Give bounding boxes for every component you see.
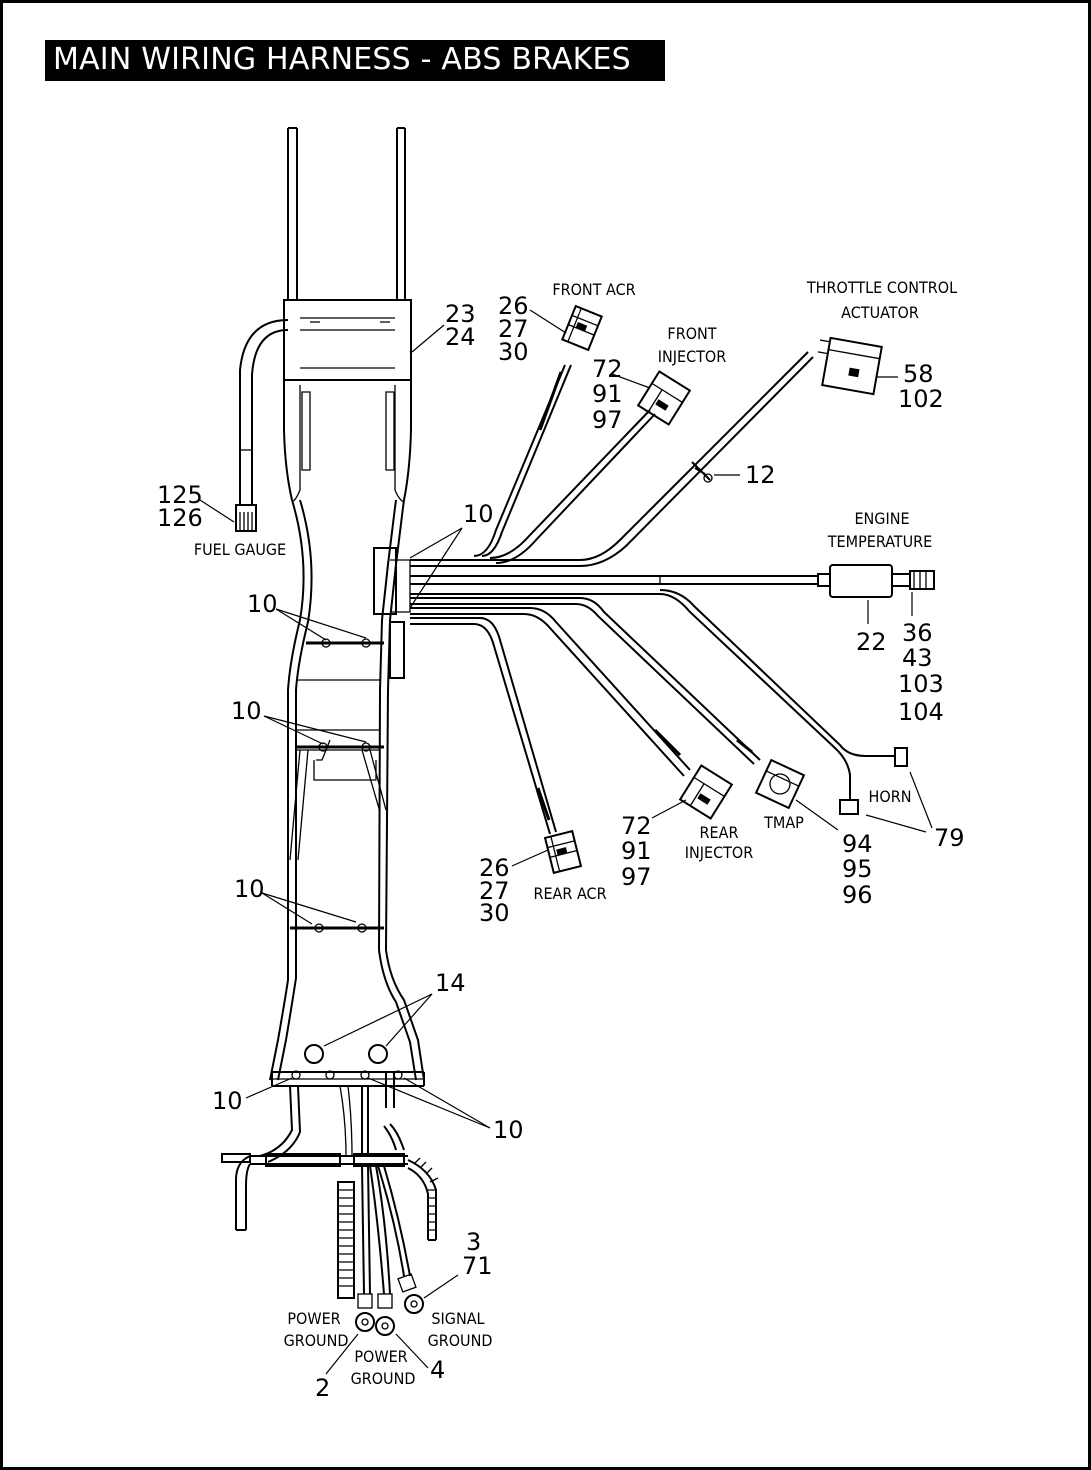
label-throttle-1: THROTTLE CONTROL (806, 278, 957, 297)
label-tmap: TMAP (763, 813, 804, 832)
diagram-title: MAIN WIRING HARNESS - ABS BRAKES (53, 42, 631, 77)
label-fuel-gauge: FUEL GAUGE (194, 540, 286, 559)
harness-branches (410, 351, 895, 835)
callout-27-rear: 27 (479, 877, 510, 905)
callout-96: 96 (842, 881, 873, 909)
callout-numbers: 23 24 26 27 30 72 91 97 58 102 12 125 12… (157, 292, 965, 1402)
callout-91-front: 91 (592, 380, 623, 408)
connectors (543, 304, 935, 875)
label-front-acr: FRONT ACR (552, 280, 635, 299)
callout-2: 2 (315, 1374, 330, 1402)
callout-10-middle: 10 (231, 697, 262, 725)
callout-14: 14 (435, 969, 466, 997)
label-front-injector-2: INJECTOR (658, 347, 727, 366)
callout-23: 23 (445, 300, 476, 328)
callout-10-rear-left: 10 (212, 1087, 243, 1115)
label-rear-injector-2: INJECTOR (685, 843, 754, 862)
fuel-gauge-lead (235, 319, 289, 532)
callout-97-rear: 97 (621, 863, 652, 891)
label-power-ground-center-1: POWER (354, 1347, 407, 1366)
label-rear-injector-1: REAR (700, 823, 739, 842)
callout-22: 22 (856, 628, 887, 656)
callout-71: 71 (462, 1252, 493, 1280)
rear-harness (221, 1072, 439, 1336)
label-power-ground-center-2: GROUND (351, 1369, 416, 1388)
callout-10-trunk: 10 (463, 500, 494, 528)
callout-30-front: 30 (498, 338, 529, 366)
callout-10-upper: 10 (247, 590, 278, 618)
callout-104: 104 (898, 698, 944, 726)
callout-30-rear: 30 (479, 899, 510, 927)
title-bar: MAIN WIRING HARNESS - ABS BRAKES (45, 40, 665, 81)
callout-3: 3 (466, 1228, 481, 1256)
label-rear-acr: REAR ACR (533, 884, 606, 903)
callout-26-rear: 26 (479, 854, 510, 882)
callout-102: 102 (898, 385, 944, 413)
callout-43: 43 (902, 644, 933, 672)
label-front-injector-1: FRONT (667, 324, 716, 343)
component-labels: FRONT ACR FRONT INJECTOR THROTTLE CONTRO… (194, 278, 957, 1388)
callout-27-front: 27 (498, 315, 529, 343)
frame (269, 127, 425, 1087)
callout-103: 103 (898, 670, 944, 698)
label-engine-temp-1: ENGINE (854, 509, 909, 528)
label-signal-ground-1: SIGNAL (431, 1309, 484, 1328)
callout-24: 24 (445, 323, 476, 351)
callout-97-front: 97 (592, 406, 623, 434)
callout-4: 4 (430, 1356, 445, 1384)
callout-72-front: 72 (592, 355, 623, 383)
callout-95: 95 (842, 855, 873, 883)
callout-91-rear: 91 (621, 837, 652, 865)
label-horn: HORN (869, 787, 912, 806)
callout-125: 125 (157, 481, 203, 509)
callout-36: 36 (902, 619, 933, 647)
callout-94: 94 (842, 830, 873, 858)
wiring-diagram: FRONT ACR FRONT INJECTOR THROTTLE CONTRO… (157, 127, 965, 1402)
leader-lines (199, 309, 933, 1375)
callout-12: 12 (745, 461, 776, 489)
callout-79: 79 (934, 824, 965, 852)
label-signal-ground-2: GROUND (428, 1331, 493, 1350)
callout-58: 58 (903, 360, 934, 388)
label-power-ground-left-2: GROUND (284, 1331, 349, 1350)
callout-10-rear-right: 10 (493, 1116, 524, 1144)
label-power-ground-left-1: POWER (287, 1309, 340, 1328)
callout-10-lower: 10 (234, 875, 265, 903)
label-engine-temp-2: TEMPERATURE (827, 532, 932, 551)
callout-26-front: 26 (498, 292, 529, 320)
callout-72-rear: 72 (621, 812, 652, 840)
label-throttle-2: ACTUATOR (841, 303, 919, 322)
harness-clips (291, 638, 403, 1080)
callout-126: 126 (157, 504, 203, 532)
